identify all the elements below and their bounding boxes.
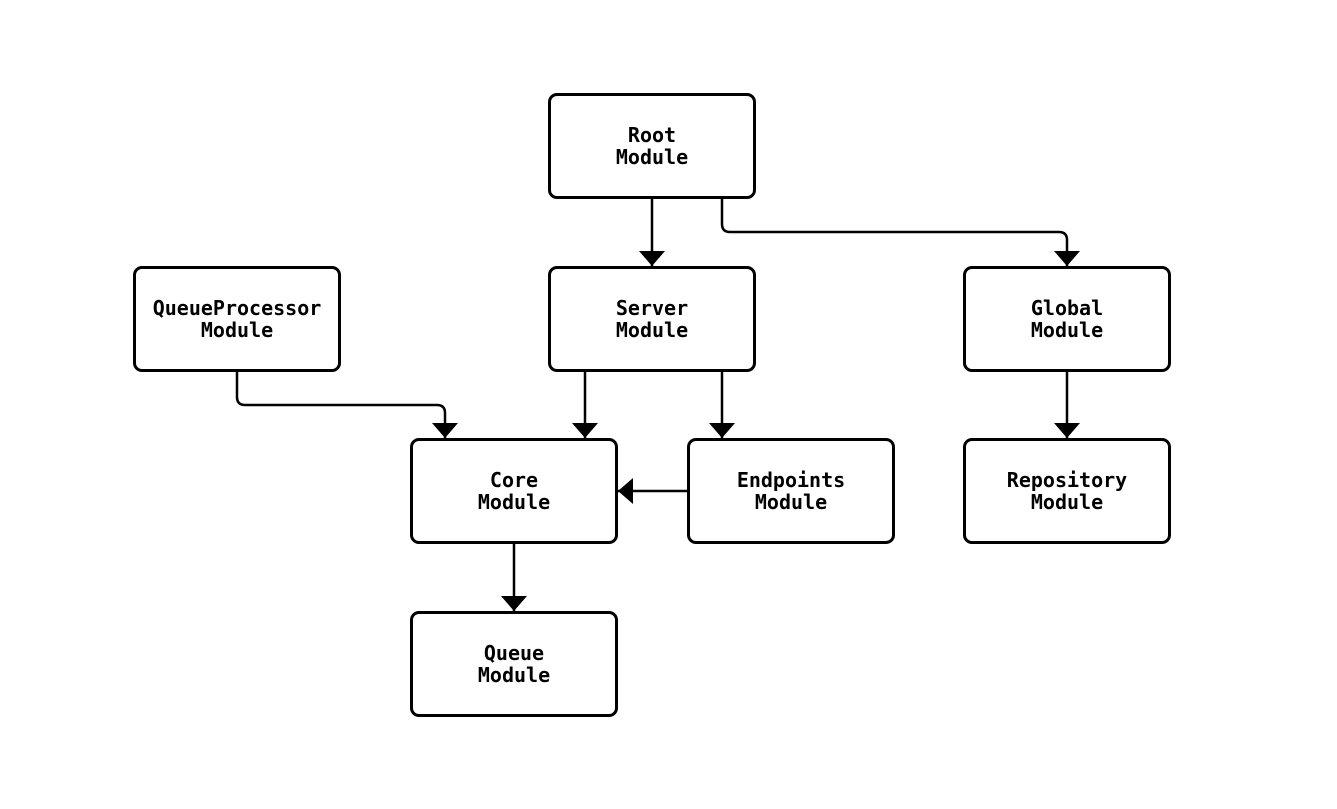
node-queueprocessor-module: QueueProcessor Module [133, 266, 341, 372]
node-label: Root Module [615, 123, 689, 169]
node-label: Queue Module [477, 641, 551, 687]
node-label: Endpoints Module [736, 468, 846, 514]
node-label: Server Module [615, 296, 689, 342]
node-root-module: Root Module [548, 93, 756, 199]
node-label: Core Module [477, 468, 551, 514]
node-label: QueueProcessor Module [152, 296, 322, 342]
node-global-module: Global Module [963, 266, 1171, 372]
node-core-module: Core Module [410, 438, 618, 544]
node-repository-module: Repository Module [963, 438, 1171, 544]
node-label: Repository Module [1006, 468, 1128, 514]
edge-queueprocessor-to-core [235, 372, 458, 438]
node-server-module: Server Module [548, 266, 756, 372]
edge-root-to-global [720, 199, 1080, 266]
node-queue-module: Queue Module [410, 611, 618, 717]
node-endpoints-module: Endpoints Module [687, 438, 895, 544]
node-label: Global Module [1030, 296, 1104, 342]
